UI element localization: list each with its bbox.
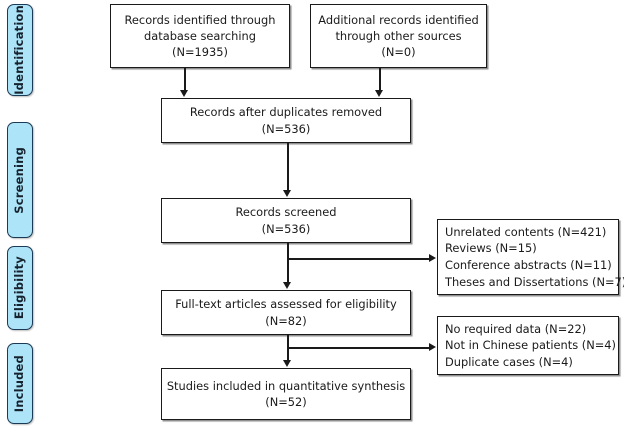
box-fulltext-articles-assessed-count: (N=82) — [265, 313, 307, 328]
screening-exclusion-item: Theses and Dissertations (N=7) — [445, 274, 624, 289]
box-records-after-duplicates-removed: Records after duplicates removed (N=536) — [161, 98, 411, 143]
screening-exclusion-item: Reviews (N=15) — [445, 241, 537, 256]
box-studies-included-quantitative-synthesis-count: (N=52) — [265, 395, 307, 409]
box-eligibility-exclusions: No required data (N=22) Not in Chinese p… — [437, 316, 619, 375]
arrowhead-database-to-dedup — [180, 90, 188, 97]
arrowhead-dedup-to-screened — [283, 190, 291, 197]
stage-tab-included[interactable]: Included — [7, 343, 33, 424]
box-additional-records-other-sources-line2: through other sources — [335, 28, 462, 43]
stage-tab-screening-label: Screening — [12, 146, 27, 214]
connector-other-to-dedup — [379, 68, 381, 91]
screening-exclusion-item: Unrelated contents (N=421) — [445, 224, 607, 239]
arrowhead-screened-to-exclusions — [429, 254, 436, 262]
box-records-screened-count: (N=536) — [261, 221, 311, 236]
box-records-after-duplicates-removed-line1: Records after duplicates removed — [189, 105, 383, 120]
connector-database-to-dedup — [184, 68, 186, 91]
box-records-identified-database-line2: database searching — [144, 28, 256, 43]
box-records-identified-database-line1: Records identified through — [124, 12, 276, 27]
stage-tab-eligibility-label: Eligibility — [12, 256, 27, 320]
stage-tab-eligibility[interactable]: Eligibility — [7, 246, 33, 330]
arrowhead-other-to-dedup — [375, 90, 383, 97]
box-records-screened-line1: Records screened — [235, 205, 337, 220]
box-studies-included-quantitative-synthesis: Studies included in quantitative synthes… — [161, 368, 411, 420]
connector-dedup-to-screened — [287, 143, 289, 191]
box-fulltext-articles-assessed-line1: Full-text articles assessed for eligibil… — [175, 297, 397, 312]
arrowhead-fulltext-to-included — [283, 360, 291, 367]
arrowhead-screened-to-fulltext — [283, 282, 291, 289]
stage-tab-identification[interactable]: Identification — [7, 4, 33, 96]
box-studies-included-quantitative-synthesis-line1: Studies included in quantitative synthes… — [166, 378, 406, 393]
box-records-screened: Records screened (N=536) — [161, 198, 411, 243]
stage-tab-screening[interactable]: Screening — [7, 122, 33, 238]
box-records-identified-database: Records identified through database sear… — [110, 4, 290, 68]
box-records-after-duplicates-removed-count: (N=536) — [261, 121, 311, 136]
connector-screened-to-fulltext — [287, 243, 289, 283]
arrowhead-fulltext-to-exclusions — [429, 343, 436, 351]
connector-fulltext-to-exclusions — [287, 347, 430, 349]
box-records-identified-database-count: (N=1935) — [172, 45, 228, 60]
connector-screened-to-exclusions — [287, 258, 430, 260]
eligibility-exclusion-item: Duplicate cases (N=4) — [445, 354, 573, 369]
box-additional-records-other-sources-line1: Additional records identified — [318, 12, 479, 27]
eligibility-exclusion-item: No required data (N=22) — [445, 321, 587, 336]
box-screening-exclusions: Unrelated contents (N=421) Reviews (N=15… — [437, 219, 624, 295]
stage-tab-identification-label: Identification — [12, 5, 27, 95]
box-additional-records-other-sources: Additional records identified through ot… — [310, 4, 487, 68]
stage-tab-included-label: Included — [12, 354, 27, 413]
screening-exclusion-item: Conference abstracts (N=11) — [445, 258, 612, 272]
box-additional-records-other-sources-count: (N=0) — [381, 45, 416, 60]
eligibility-exclusion-item: Not in Chinese patients (N=4) — [445, 338, 616, 353]
box-fulltext-articles-assessed: Full-text articles assessed for eligibil… — [161, 290, 411, 335]
